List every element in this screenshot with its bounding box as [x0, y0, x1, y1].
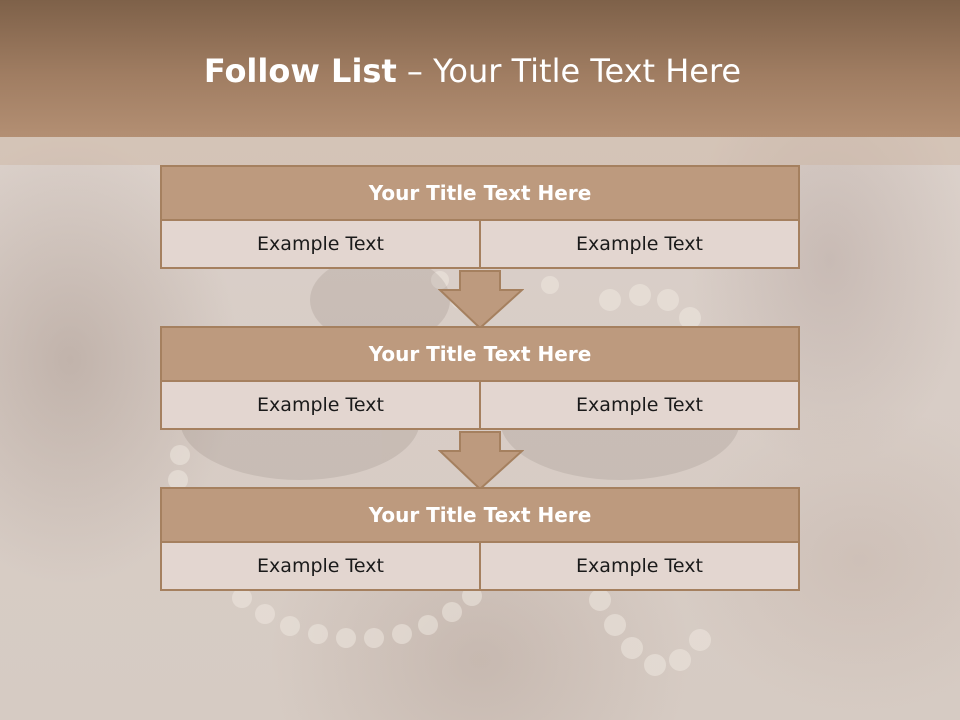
- down-arrow-icon: [438, 431, 524, 491]
- slide-title-bold: Follow List: [203, 52, 397, 90]
- block-row: Example Text Example Text: [160, 219, 800, 269]
- list-block-3: Your Title Text Here Example Text Exampl…: [160, 487, 800, 591]
- block-row: Example Text Example Text: [160, 541, 800, 591]
- block-row: Example Text Example Text: [160, 380, 800, 430]
- header-bar: [0, 0, 960, 137]
- slide-title: Follow List – Your Title Text Here: [0, 52, 945, 90]
- block-cell-right: Example Text: [479, 219, 800, 269]
- down-arrow-icon: [438, 270, 524, 330]
- block-cell-left: Example Text: [160, 219, 481, 269]
- block-cell-right: Example Text: [479, 541, 800, 591]
- list-block-1: Your Title Text Here Example Text Exampl…: [160, 165, 800, 269]
- block-cell-left: Example Text: [160, 380, 481, 430]
- block-title: Your Title Text Here: [160, 487, 800, 543]
- list-block-2: Your Title Text Here Example Text Exampl…: [160, 326, 800, 430]
- slide-title-rest: – Your Title Text Here: [396, 52, 742, 90]
- block-title: Your Title Text Here: [160, 165, 800, 221]
- block-cell-right: Example Text: [479, 380, 800, 430]
- block-cell-left: Example Text: [160, 541, 481, 591]
- block-title: Your Title Text Here: [160, 326, 800, 382]
- header-band: [0, 137, 960, 165]
